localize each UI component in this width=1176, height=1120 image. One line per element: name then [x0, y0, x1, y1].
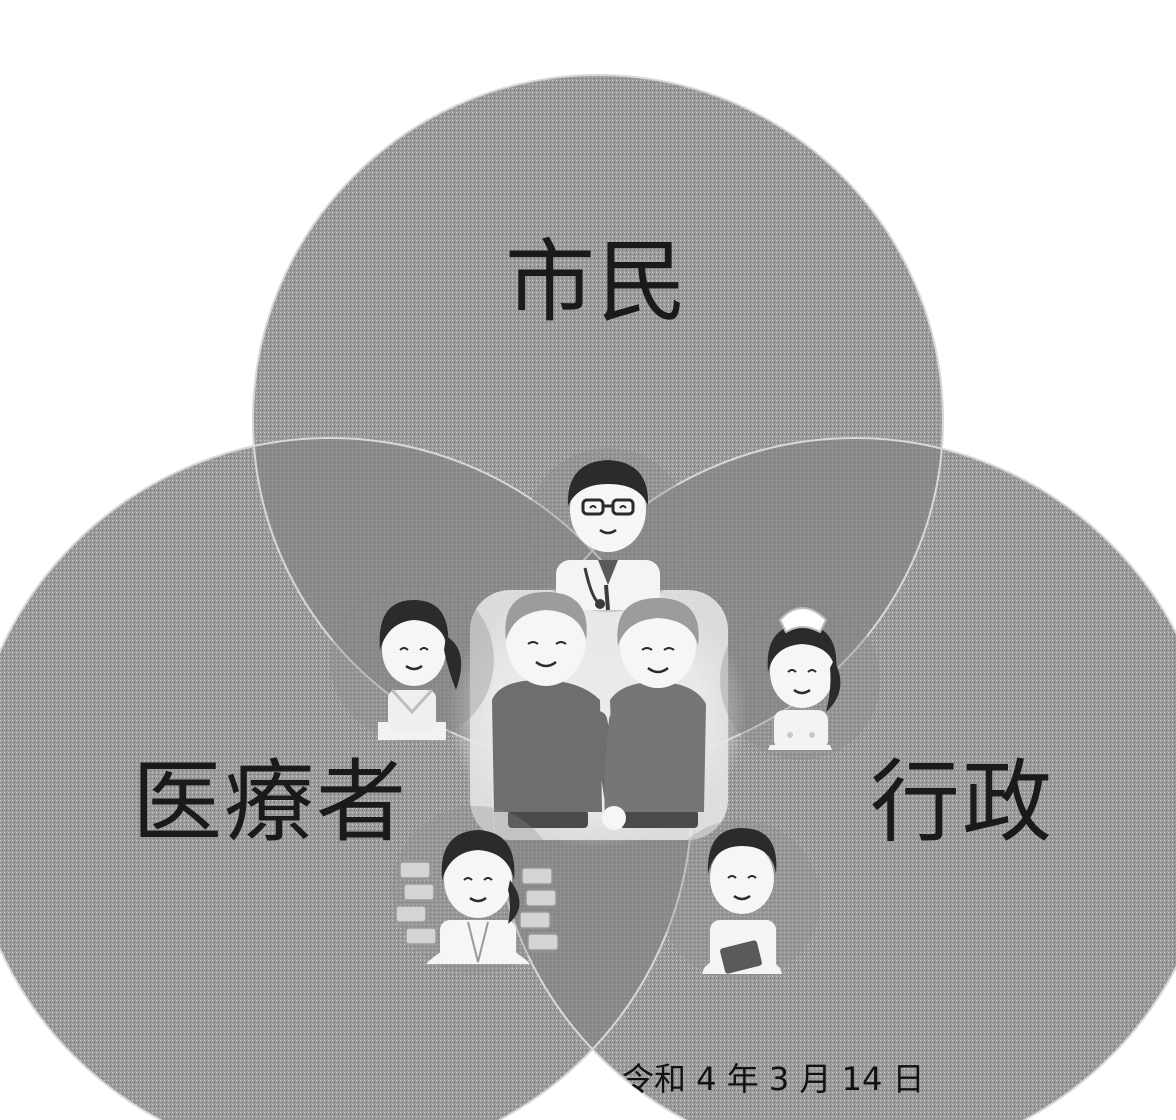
- female-pharmacist-icon: [392, 806, 560, 974]
- female-carer-icon: [330, 578, 494, 742]
- elderly-couple-holding-hands-icon: [492, 592, 706, 830]
- date-label: 令和 4 年 3 月 14 日: [622, 1060, 925, 1098]
- circle-label-left: 医療者: [132, 750, 408, 855]
- circle-label-top: 市民: [505, 230, 689, 335]
- male-care-worker-icon: [660, 820, 820, 980]
- circle-label-right: 行政: [870, 750, 1054, 855]
- doctor-with-glasses-icon: [526, 448, 690, 612]
- nurse-icon: [720, 600, 880, 760]
